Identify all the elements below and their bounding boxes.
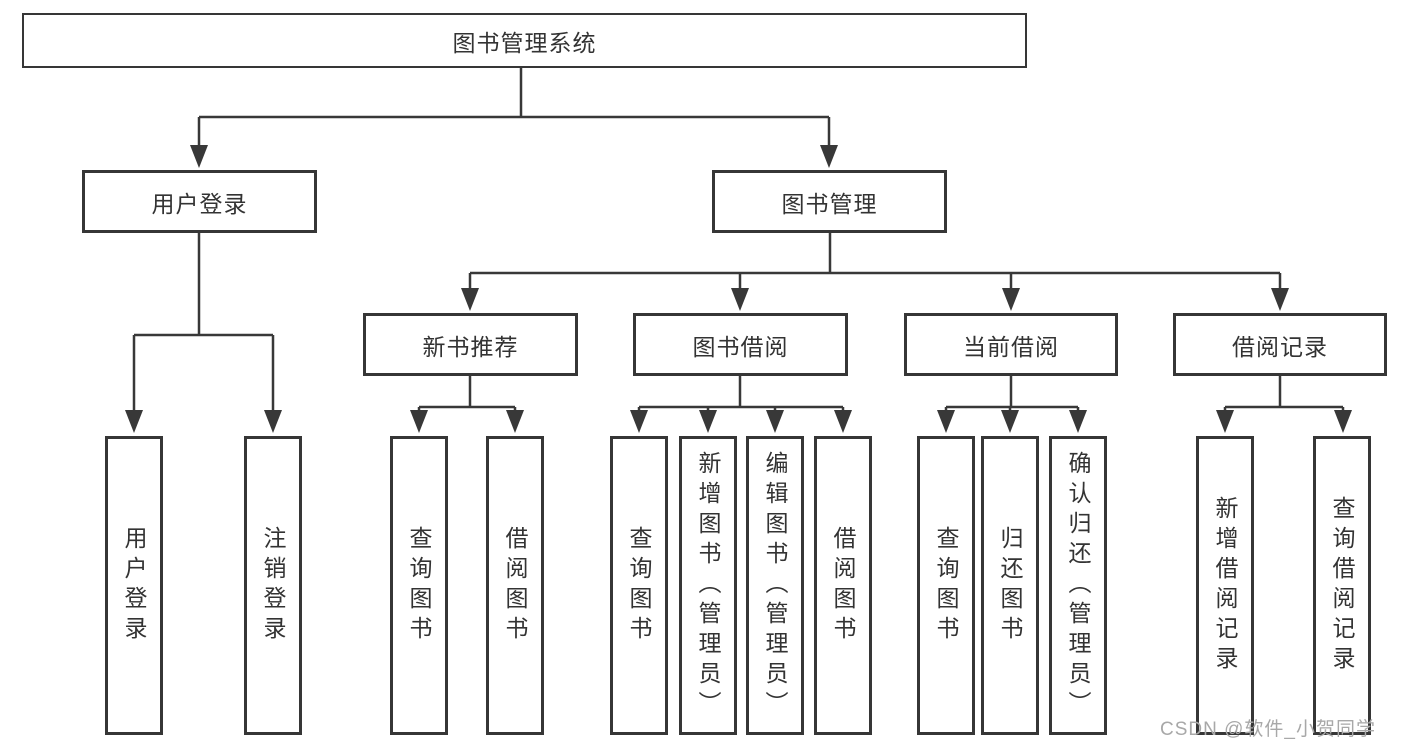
leaf-label: 注销登录 <box>260 525 286 646</box>
leaf-add-borrow-record: 新增借阅记录 <box>1196 436 1254 735</box>
leaf-label: 新增借阅记录 <box>1212 495 1238 676</box>
leaf-query-borrow-record: 查询借阅记录 <box>1313 436 1371 735</box>
leaf-label: 借阅图书 <box>502 525 528 646</box>
leaf-user-login: 用户登录 <box>105 436 163 735</box>
node-borrowing-records: 借阅记录 <box>1173 313 1387 376</box>
leaf-label: 查询图书 <box>626 525 652 646</box>
leaf-query-books-borrowing: 查询图书 <box>610 436 668 735</box>
leaf-confirm-return-admin: 确认归还（管理员） <box>1049 436 1107 735</box>
node-label: 图书管理系统 <box>452 29 597 56</box>
leaf-borrow-books: 借阅图书 <box>814 436 872 735</box>
leaf-return-books: 归还图书 <box>981 436 1039 735</box>
leaf-edit-books-admin: 编辑图书（管理员） <box>746 436 804 735</box>
csdn-watermark: CSDN @软件_小贺同学 <box>1160 719 1376 740</box>
arrowheads <box>125 145 1352 433</box>
node-label: 借阅记录 <box>1232 333 1328 360</box>
leaf-logout: 注销登录 <box>244 436 302 735</box>
node-new-book-recommend: 新书推荐 <box>363 313 578 376</box>
leaf-query-books-recommend: 查询图书 <box>390 436 448 735</box>
node-book-borrowing: 图书借阅 <box>633 313 848 376</box>
leaf-label: 编辑图书（管理员） <box>762 450 788 721</box>
node-label: 当前借阅 <box>963 333 1059 360</box>
leaf-borrow-books-recommend: 借阅图书 <box>486 436 544 735</box>
node-user-login: 用户登录 <box>82 170 317 233</box>
leaf-label: 查询图书 <box>406 525 432 646</box>
leaf-label: 查询图书 <box>933 525 959 646</box>
node-label: 图书管理 <box>781 190 878 217</box>
node-library-management-system: 图书管理系统 <box>22 13 1027 68</box>
leaf-label: 归还图书 <box>997 525 1023 646</box>
leaf-label: 确认归还（管理员） <box>1065 450 1091 721</box>
leaf-label: 借阅图书 <box>830 525 856 646</box>
leaf-label: 用户登录 <box>121 525 147 646</box>
leaf-query-books-current: 查询图书 <box>917 436 975 735</box>
node-label: 新书推荐 <box>422 333 519 360</box>
leaf-add-books-admin: 新增图书（管理员） <box>679 436 737 735</box>
leaf-label: 新增图书（管理员） <box>695 450 721 721</box>
node-label: 用户登录 <box>151 190 248 217</box>
node-label: 图书借阅 <box>692 333 789 360</box>
leaf-label: 查询借阅记录 <box>1329 495 1355 676</box>
node-current-borrowing: 当前借阅 <box>904 313 1118 376</box>
node-book-management: 图书管理 <box>712 170 947 233</box>
